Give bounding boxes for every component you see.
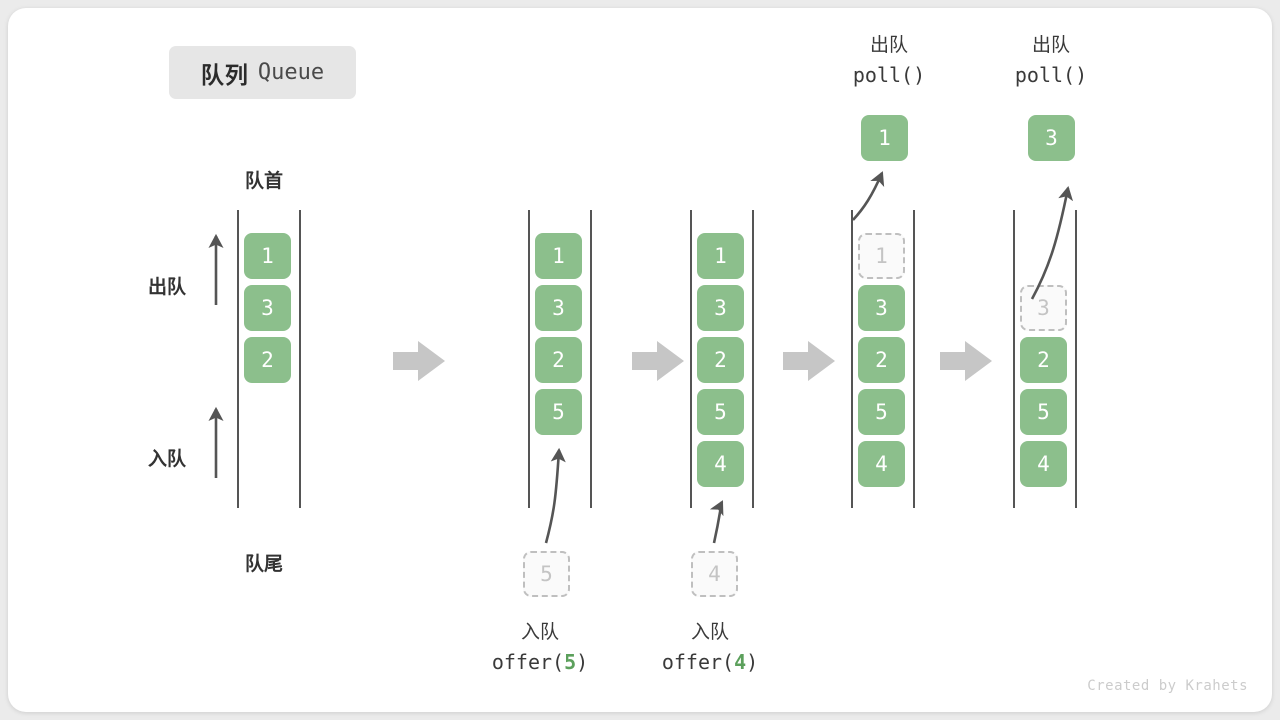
top-label-fn: poll() — [1014, 63, 1088, 88]
queue-rail-left — [528, 210, 530, 508]
queue-rail-right — [1075, 210, 1077, 508]
pop-arrow-3 — [1030, 185, 1074, 300]
fn-arg: 5 — [564, 650, 577, 675]
bottom-label-offer-5: 入队 offer(5) — [440, 618, 640, 678]
queue-cell: 1 — [244, 233, 291, 279]
separator-arrow — [783, 341, 835, 381]
bottom-label-offer-4: 入队 offer(4) — [610, 618, 810, 678]
fn-close: ) — [576, 650, 589, 675]
pop-arrow-1 — [852, 171, 885, 221]
queue-cell: 1 — [697, 233, 744, 279]
credit-text: Created by Krahets — [1087, 678, 1248, 694]
insert-arrow-4 — [709, 500, 724, 544]
queue-cell: 2 — [858, 337, 905, 383]
incoming-ghost-cell: 4 — [691, 551, 738, 597]
head-label: 队首 — [245, 171, 284, 192]
enqueue-label: 入队 — [148, 449, 187, 470]
title-english: Queue — [257, 60, 325, 85]
queue-cell: 5 — [697, 389, 744, 435]
diagram-card: 队列 Queue 队首 队尾 出队 入队 出队 poll() 出队 poll()… — [8, 8, 1272, 712]
queue-rail-right — [913, 210, 915, 508]
queue-rail-right — [299, 210, 301, 508]
queue-cell: 2 — [697, 337, 744, 383]
dequeue-label: 出队 — [148, 277, 187, 298]
top-label-poll-1: 出队 poll() — [814, 31, 964, 91]
top-label-cn: 出队 — [869, 35, 908, 56]
queue-cell: 5 — [858, 389, 905, 435]
queue-cell: 2 — [535, 337, 582, 383]
title-chinese: 队列 — [200, 61, 249, 88]
queue-cell: 3 — [697, 285, 744, 331]
queue-rail-left — [851, 210, 853, 508]
diagram-title: 队列 Queue — [169, 46, 356, 99]
fn-close: ) — [746, 650, 759, 675]
top-label-poll-3: 出队 poll() — [976, 31, 1126, 91]
incoming-ghost-cell: 5 — [523, 551, 570, 597]
queue-cell: 3 — [858, 285, 905, 331]
top-label-cn: 出队 — [1031, 35, 1070, 56]
queue-cell: 3 — [244, 285, 291, 331]
queue-cell: 3 — [535, 285, 582, 331]
queue-cell: 5 — [1020, 389, 1067, 435]
queue-cell: 4 — [1020, 441, 1067, 487]
arrows-overlay — [208, 171, 1074, 544]
queue-cell: 4 — [697, 441, 744, 487]
queue-cell: 5 — [535, 389, 582, 435]
tail-label: 队尾 — [245, 554, 284, 575]
queue-rail-left — [237, 210, 239, 508]
separator-arrow — [940, 341, 992, 381]
fn-name: offer( — [491, 650, 565, 675]
bottom-label-cn: 入队 — [690, 622, 729, 643]
bottom-label-fn: offer(4) — [610, 647, 810, 678]
queue-cell-ghost: 3 — [1020, 285, 1067, 331]
queue-cell: 4 — [858, 441, 905, 487]
separator-arrow — [632, 341, 684, 381]
popped-cell: 1 — [861, 115, 908, 161]
top-label-fn: poll() — [852, 63, 926, 88]
fn-name: offer( — [661, 650, 735, 675]
queue-rail-right — [590, 210, 592, 508]
popped-cell: 3 — [1028, 115, 1075, 161]
insert-arrow-5 — [544, 447, 566, 544]
queue-rail-left — [1013, 210, 1015, 508]
queue-rail-right — [752, 210, 754, 508]
separator-arrow — [393, 341, 445, 381]
fn-arg: 4 — [734, 650, 747, 675]
queue-rail-left — [690, 210, 692, 508]
bottom-label-cn: 入队 — [520, 622, 559, 643]
queue-cell: 2 — [244, 337, 291, 383]
queue-cell: 1 — [535, 233, 582, 279]
insert-arrow-group — [544, 447, 724, 544]
diagram-stage: 队列 Queue 队首 队尾 出队 入队 出队 poll() 出队 poll()… — [8, 8, 1272, 712]
queue-cell: 2 — [1020, 337, 1067, 383]
queue-cell-ghost: 1 — [858, 233, 905, 279]
bottom-label-fn: offer(5) — [440, 647, 640, 678]
